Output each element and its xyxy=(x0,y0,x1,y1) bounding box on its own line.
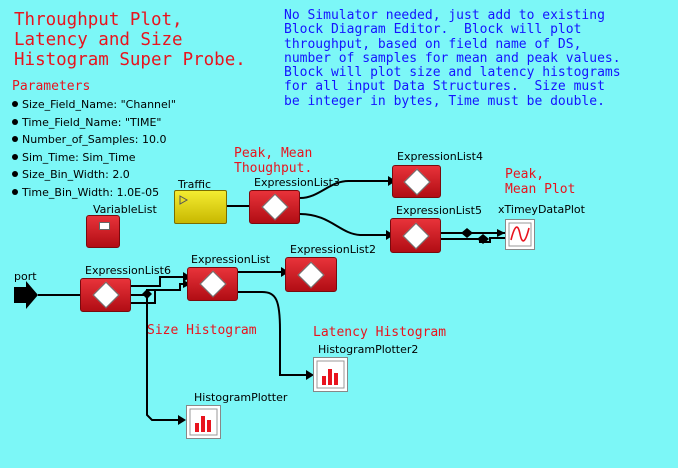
traffic-label: Traffic xyxy=(178,178,212,191)
diamond-icon xyxy=(261,193,288,221)
variable-list-label: VariableList xyxy=(93,203,157,216)
expression-list-block[interactable] xyxy=(187,267,238,301)
parameters-heading: Parameters xyxy=(12,79,91,94)
traffic-block[interactable] xyxy=(174,190,227,224)
note-size-histogram: Size Histogram xyxy=(147,323,257,338)
histogram-plotter-block[interactable] xyxy=(186,405,221,439)
expression-list6-label: ExpressionList6 xyxy=(85,264,171,277)
parameters-list: Size_Field_Name: "Channel" Time_Field_Na… xyxy=(12,96,176,202)
xtimey-plot-label: xTimeyDataPlot xyxy=(498,203,585,216)
waveform-icon xyxy=(508,222,532,247)
note-peak-mean-plot: Peak, Mean Plot xyxy=(505,167,576,197)
list-icon xyxy=(99,222,110,230)
expression-list2-block[interactable] xyxy=(285,257,337,292)
expression-list2-label: ExpressionList2 xyxy=(290,243,376,256)
parameter-item[interactable]: Size_Field_Name: "Channel" xyxy=(12,96,176,114)
expression-list4-block[interactable] xyxy=(392,165,441,198)
expression-list5-block[interactable] xyxy=(390,218,441,253)
parameter-item[interactable]: Number_of_Samples: 10.0 xyxy=(12,131,176,149)
port-label: port xyxy=(14,270,37,283)
note-peak-mean-throughput: Peak, Mean Thoughput. xyxy=(234,146,313,176)
histogram-icon xyxy=(316,360,345,389)
histogram-icon xyxy=(189,408,218,436)
junction-diamond xyxy=(477,234,489,244)
parameter-item[interactable]: Size_Bin_Width: 2.0 xyxy=(12,166,176,184)
parameter-item[interactable]: Time_Field_Name: "TIME" xyxy=(12,114,176,132)
histogram-plotter2-label: HistogramPlotter2 xyxy=(318,343,419,356)
diamond-icon xyxy=(403,168,430,195)
expression-list6-block[interactable] xyxy=(80,278,131,312)
diamond-icon xyxy=(199,270,226,298)
parameter-item[interactable]: Time_Bin_Width: 1.0E-05 xyxy=(12,184,176,202)
xtimey-plot-block[interactable] xyxy=(505,219,535,250)
expression-list-label: ExpressionList xyxy=(191,253,270,266)
diagram-title: Throughput Plot, Latency and Size Histog… xyxy=(14,10,246,70)
variable-list-block[interactable] xyxy=(86,215,120,248)
description-text: No Simulator needed, just add to existin… xyxy=(284,8,621,109)
junction-diamond xyxy=(461,228,473,238)
histogram-plotter2-block[interactable] xyxy=(313,357,348,392)
diamond-icon xyxy=(297,261,325,288)
note-latency-histogram: Latency Histogram xyxy=(313,325,447,340)
expression-list4-label: ExpressionList4 xyxy=(397,150,483,163)
expression-list5-label: ExpressionList5 xyxy=(396,204,482,217)
port-arrow-icon xyxy=(14,281,38,309)
diamond-icon xyxy=(402,222,429,249)
parameter-item[interactable]: Sim_Time: Sim_Time xyxy=(12,149,176,167)
expression-list3-block[interactable] xyxy=(249,190,300,224)
histogram-plotter-label: HistogramPlotter xyxy=(194,391,288,404)
junction-diamond xyxy=(142,289,152,299)
play-triangle-icon xyxy=(179,195,189,205)
expression-list3-label: ExpressionList3 xyxy=(254,176,340,189)
diamond-icon xyxy=(92,281,119,309)
